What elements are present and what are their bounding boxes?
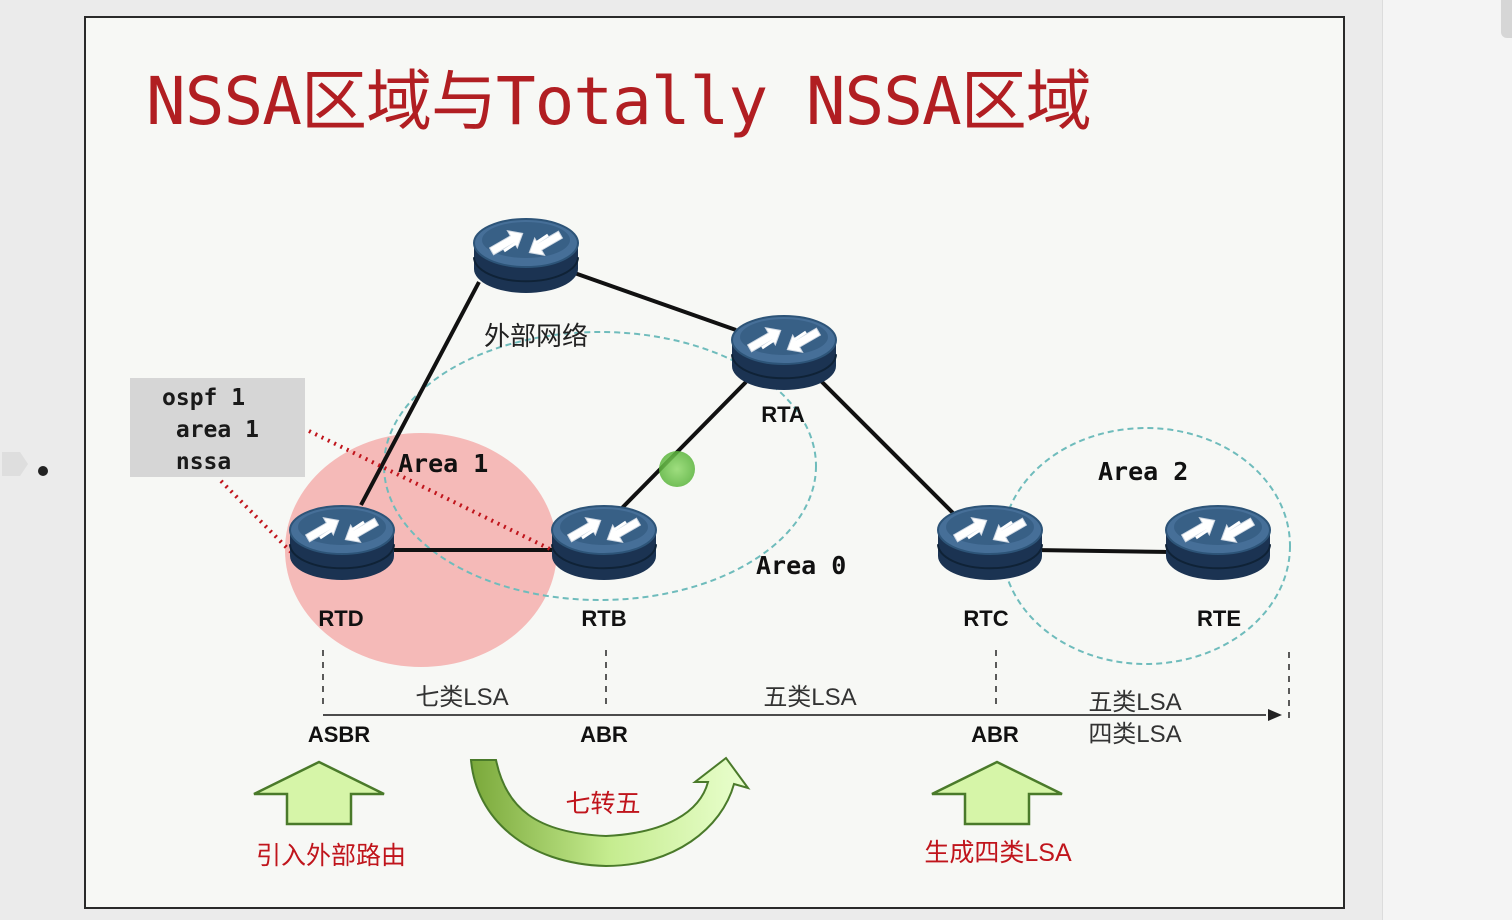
- router-icon-rtb: [551, 505, 657, 580]
- router-icon-rte: [1165, 505, 1271, 580]
- config-line: nssa: [162, 449, 232, 475]
- router-icon-rtc: [937, 505, 1043, 580]
- lsa-label-seg1: 七类LSA: [415, 684, 508, 711]
- area0-region: [383, 331, 817, 601]
- config-line: ospf 1: [162, 385, 246, 411]
- action-generate-label: 生成四类LSA: [924, 839, 1072, 867]
- router-icon-external: [473, 218, 579, 293]
- slide-title: NSSA区域与Totally NSSA区域: [146, 63, 1092, 140]
- link-rtd-external: [359, 281, 481, 506]
- network-diagram: 外部网络 RTA RTB RTC RTD RTE Area 1 Area 0 A…: [219, 218, 1291, 870]
- bullet-dot: [38, 466, 48, 476]
- convert-curved-arrow: [469, 756, 751, 868]
- scrollbar-thumb[interactable]: [1501, 0, 1512, 38]
- area0-label: Area 0: [756, 551, 846, 580]
- lsa-flow-arrowhead: [1268, 709, 1282, 721]
- link-rtb-rta: [620, 380, 748, 510]
- role-label-asbr: ASBR: [308, 722, 370, 747]
- action-convert-label: 七转五: [565, 790, 640, 818]
- slide-pointer-icon[interactable]: [2, 452, 28, 476]
- import-up-arrow: [253, 760, 385, 826]
- callout-line-rtd: [219, 479, 293, 554]
- link-rtc-rte: [1033, 548, 1172, 554]
- action-import-label: 引入外部路由: [256, 842, 406, 870]
- router-label-rta: RTA: [761, 402, 805, 427]
- link-rta-rtc: [818, 378, 960, 520]
- generate-up-arrow: [931, 760, 1063, 826]
- config-line: area 1: [162, 417, 259, 443]
- lsa-label-seg3-line2: 四类LSA: [1088, 721, 1181, 748]
- area2-label: Area 2: [1098, 457, 1188, 486]
- ospf-config-box: ospf 1 area 1 nssa: [130, 378, 305, 477]
- slide: NSSA区域与Totally NSSA区域: [84, 16, 1345, 909]
- role-label-abr1: ABR: [580, 722, 628, 747]
- callout-line-rtb: [308, 429, 553, 552]
- link-external-rta: [565, 268, 737, 332]
- router-label-rtd: RTD: [318, 606, 363, 631]
- router-icon-rta: [731, 315, 837, 390]
- role-label-abr2: ABR: [971, 722, 1019, 747]
- router-label-rte: RTE: [1197, 606, 1241, 631]
- pointer-dot: [659, 451, 695, 487]
- router-label-rtb: RTB: [581, 606, 626, 631]
- lsa-label-seg2: 五类LSA: [763, 684, 856, 711]
- router-label-external: 外部网络: [484, 321, 588, 351]
- router-label-rtc: RTC: [963, 606, 1008, 631]
- lsa-label-seg3-line1: 五类LSA: [1088, 689, 1181, 716]
- right-side-panel: [1382, 0, 1512, 920]
- area1-label: Area 1: [398, 449, 488, 478]
- router-icon-rtd: [289, 505, 395, 580]
